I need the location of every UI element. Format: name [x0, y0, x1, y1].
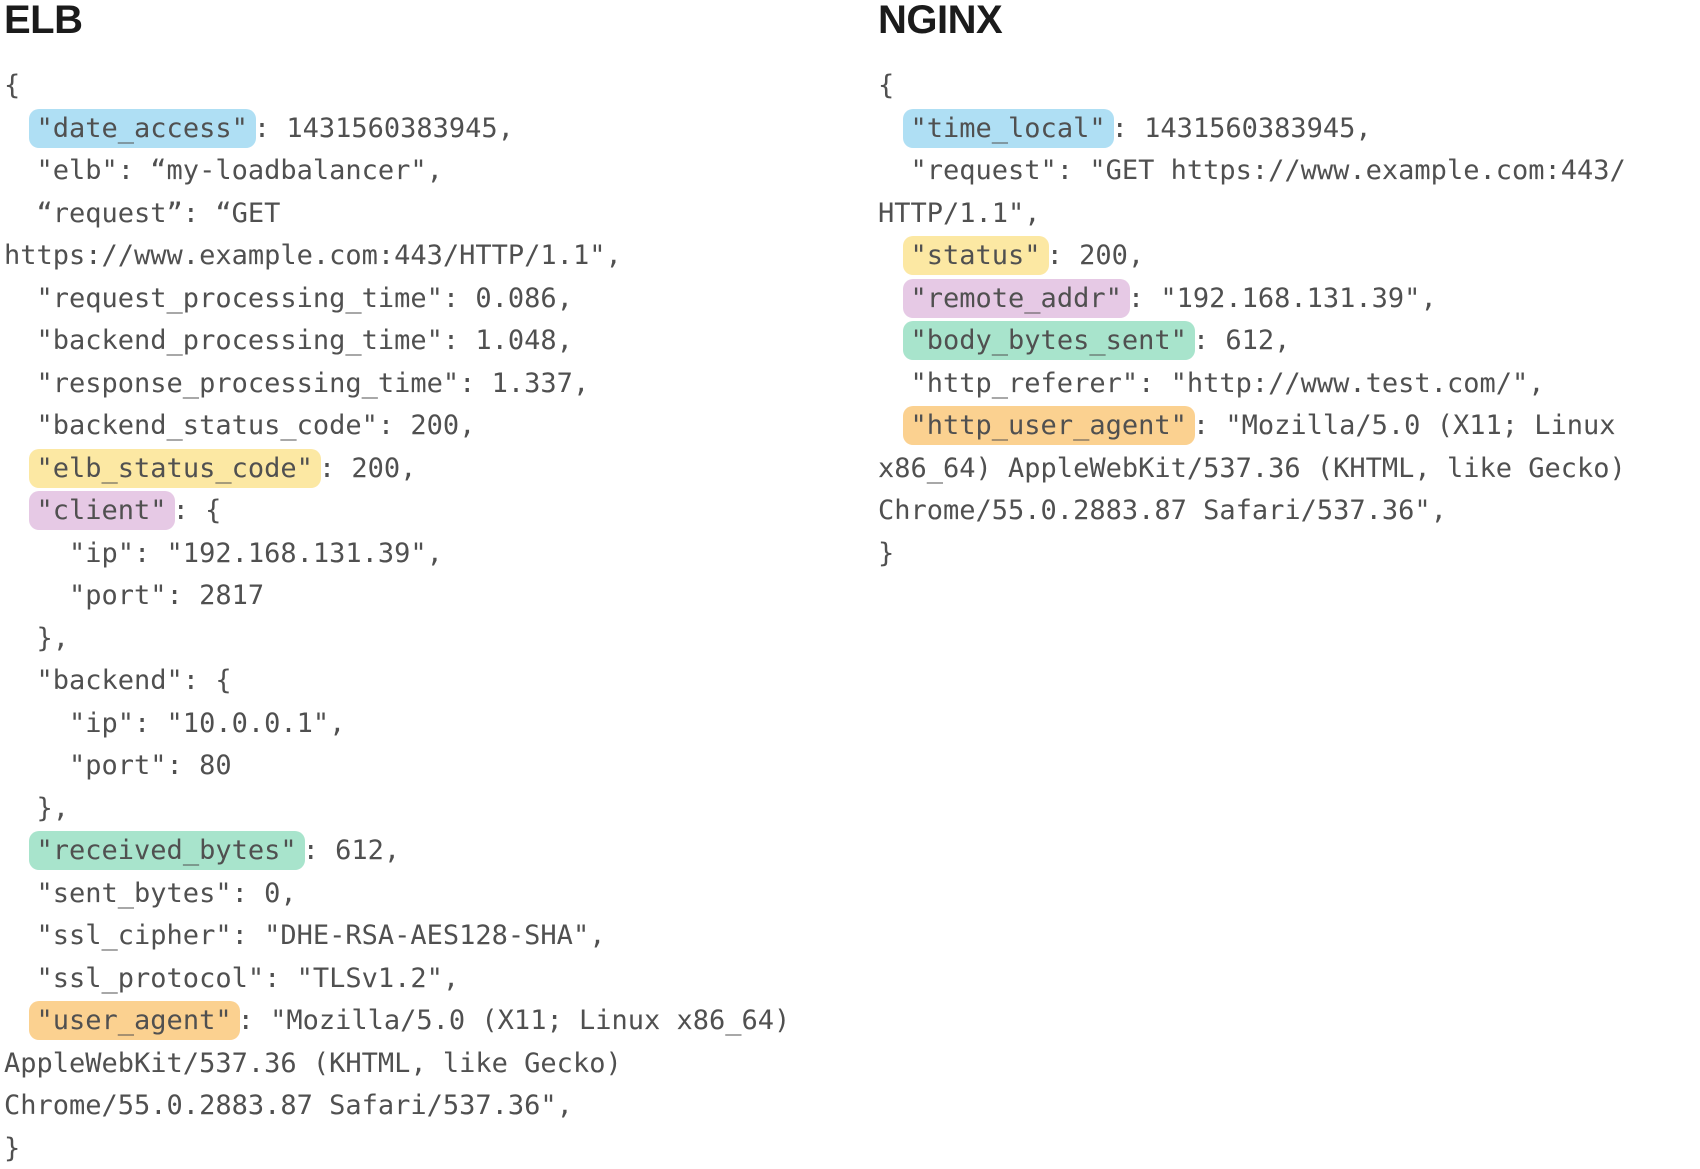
- code-line: Chrome/55.0.2883.87 Safari/537.36",: [878, 490, 1688, 533]
- code-text: "backend": {: [4, 665, 232, 696]
- code-line: },: [4, 788, 824, 831]
- code-text: AppleWebKit/537.36 (KHTML, like Gecko): [4, 1047, 622, 1079]
- code-text: : 1431560383945,: [1111, 112, 1372, 144]
- code-text: HTTP/1.1",: [878, 197, 1041, 229]
- code-line: "ip": "192.168.131.39",: [4, 533, 824, 576]
- code-text: {: [4, 70, 21, 101]
- code-line: "backend": {: [4, 660, 824, 703]
- code-line: "status": 200,: [878, 235, 1688, 278]
- code-text: "sent_bytes": 0,: [4, 877, 297, 909]
- code-text: "ip": "192.168.131.39",: [4, 537, 443, 569]
- code-line: x86_64) AppleWebKit/537.36 (KHTML, like …: [878, 448, 1688, 491]
- code-text: x86_64) AppleWebKit/537.36 (KHTML, like …: [878, 452, 1626, 484]
- code-text: "ssl_protocol": "TLSv1.2",: [4, 962, 460, 994]
- code-line: Chrome/55.0.2883.87 Safari/537.36",: [4, 1085, 824, 1128]
- code-text: : 612,: [1192, 325, 1291, 356]
- code-line: "backend_processing_time": 1.048,: [4, 320, 824, 363]
- code-line: "request_processing_time": 0.086,: [4, 278, 824, 321]
- code-line: "ip": "10.0.0.1",: [4, 703, 824, 746]
- highlighted-key-green: "received_bytes": [28, 831, 305, 870]
- code-line: "sent_bytes": 0,: [4, 873, 824, 916]
- code-line: “request”: “GET: [4, 193, 824, 236]
- code-text: },: [4, 792, 70, 824]
- code-text: }: [878, 537, 895, 569]
- code-line: "backend_status_code": 200,: [4, 405, 824, 448]
- code-text: "ip": "10.0.0.1",: [4, 707, 346, 739]
- code-text: "elb": “my-loadbalancer",: [4, 155, 443, 186]
- code-text: "request": "GET https://www.example.com:…: [878, 155, 1626, 186]
- highlighted-key-orange: "http_user_agent": [902, 406, 1195, 445]
- code-text: "http_referer": "http://www.test.com/",: [878, 367, 1545, 399]
- code-text: : 612,: [302, 835, 401, 866]
- code-line: "client": {: [4, 490, 824, 533]
- code-text: : 1431560383945,: [253, 112, 514, 144]
- code-line: {: [4, 65, 824, 108]
- code-line: "port": 2817: [4, 575, 824, 618]
- code-line: HTTP/1.1",: [878, 193, 1688, 236]
- code-line: "date_access": 1431560383945,: [4, 108, 824, 151]
- highlighted-key-green: "body_bytes_sent": [902, 321, 1195, 360]
- elb-title: ELB: [4, 0, 83, 42]
- code-line: "received_bytes": 612,: [4, 830, 824, 873]
- nginx-title: NGINX: [878, 0, 1003, 42]
- code-line: }: [878, 533, 1688, 576]
- code-line: https://www.example.com:443/HTTP/1.1",: [4, 235, 824, 278]
- code-text: },: [4, 622, 70, 654]
- code-text: "ssl_cipher": "DHE-RSA-AES128-SHA",: [4, 920, 606, 951]
- code-line: "time_local": 1431560383945,: [878, 108, 1688, 151]
- code-text: : 200,: [318, 452, 417, 484]
- nginx-json-code: { "time_local": 1431560383945, "request"…: [878, 65, 1688, 575]
- code-line: "user_agent": "Mozilla/5.0 (X11; Linux x…: [4, 1000, 824, 1043]
- highlighted-key-yellow: "elb_status_code": [28, 448, 321, 488]
- elb-panel: ELB { "date_access": 1431560383945, "elb…: [4, 0, 824, 1169]
- code-line: "body_bytes_sent": 612,: [878, 320, 1688, 363]
- code-text: "backend_status_code": 200,: [4, 410, 476, 441]
- code-text: "port": 2817: [4, 580, 265, 611]
- highlighted-key-yellow: "status": [902, 236, 1049, 275]
- code-text: “request”: “GET: [4, 197, 281, 229]
- code-text: "backend_processing_time": 1.048,: [4, 325, 573, 356]
- code-text: "request_processing_time": 0.086,: [4, 282, 573, 314]
- code-line: "ssl_cipher": "DHE-RSA-AES128-SHA",: [4, 915, 824, 958]
- code-line: "remote_addr": "192.168.131.39",: [878, 278, 1688, 321]
- code-line: "elb": “my-loadbalancer",: [4, 150, 824, 193]
- code-text: : "Mozilla/5.0 (X11; Linux x86_64): [237, 1005, 791, 1036]
- highlighted-key-orange: "user_agent": [28, 1001, 240, 1040]
- code-line: "response_processing_time": 1.337,: [4, 363, 824, 406]
- code-line: "http_user_agent": "Mozilla/5.0 (X11; Li…: [878, 405, 1688, 448]
- highlighted-key-blue: "time_local": [902, 108, 1114, 148]
- code-line: {: [878, 65, 1688, 108]
- code-text: https://www.example.com:443/HTTP/1.1",: [4, 240, 622, 271]
- code-line: "request": "GET https://www.example.com:…: [878, 150, 1688, 193]
- code-text: : "Mozilla/5.0 (X11; Linux: [1192, 410, 1616, 441]
- code-text: : 200,: [1046, 240, 1145, 271]
- highlighted-key-purple: "client": [28, 491, 175, 530]
- code-text: Chrome/55.0.2883.87 Safari/537.36",: [4, 1090, 573, 1121]
- code-line: }: [4, 1128, 824, 1169]
- code-line: "elb_status_code": 200,: [4, 448, 824, 491]
- code-text: Chrome/55.0.2883.87 Safari/537.36",: [878, 495, 1447, 526]
- code-text: "port": 80: [4, 750, 232, 781]
- code-line: "ssl_protocol": "TLSv1.2",: [4, 958, 824, 1001]
- code-line: "port": 80: [4, 745, 824, 788]
- code-text: : "192.168.131.39",: [1127, 282, 1437, 314]
- code-line: "http_referer": "http://www.test.com/",: [878, 363, 1688, 406]
- code-text: }: [4, 1132, 21, 1164]
- highlighted-key-blue: "date_access": [28, 108, 256, 148]
- code-text: {: [878, 70, 895, 101]
- elb-json-code: { "date_access": 1431560383945, "elb": “…: [4, 65, 824, 1169]
- code-text: "response_processing_time": 1.337,: [4, 367, 590, 399]
- code-line: },: [4, 618, 824, 661]
- highlighted-key-purple: "remote_addr": [902, 278, 1130, 318]
- code-line: AppleWebKit/537.36 (KHTML, like Gecko): [4, 1043, 824, 1086]
- nginx-panel: NGINX { "time_local": 1431560383945, "re…: [878, 0, 1688, 575]
- code-text: : {: [172, 495, 222, 526]
